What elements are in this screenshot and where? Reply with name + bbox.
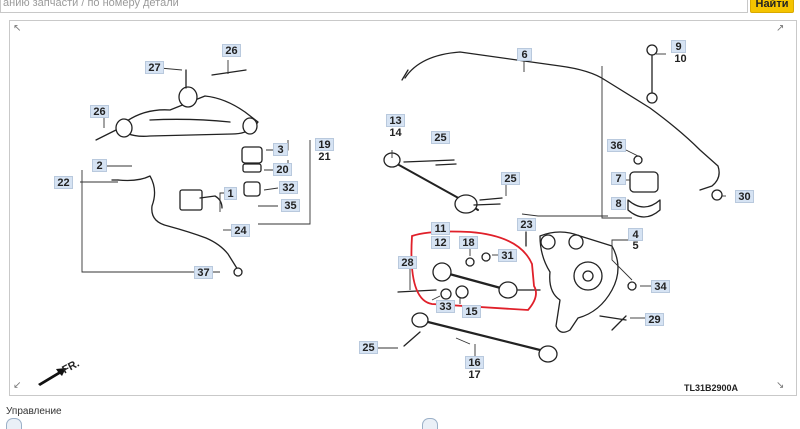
callout-22[interactable]: 22 [54,176,73,189]
callout-27[interactable]: 27 [145,61,164,74]
callout-25[interactable]: 25 [501,172,520,185]
callout-13[interactable]: 13 [386,114,405,127]
corner-arrow-icon: ↖ [13,23,22,34]
callout-5[interactable]: 5 [632,240,639,252]
callout-30[interactable]: 30 [735,190,754,203]
callout-23[interactable]: 23 [517,218,536,231]
callout-15[interactable]: 15 [462,305,481,318]
callout-21[interactable]: 21 [318,151,331,163]
callout-18[interactable]: 18 [459,236,478,249]
callout-4[interactable]: 4 [628,228,643,241]
callout-14[interactable]: 14 [389,127,402,139]
callout-28[interactable]: 28 [398,256,417,269]
callout-34[interactable]: 34 [651,280,670,293]
callout-7[interactable]: 7 [611,172,626,185]
callout-33[interactable]: 33 [436,300,455,313]
callout-25[interactable]: 25 [431,131,450,144]
callout-24[interactable]: 24 [231,224,250,237]
callout-25[interactable]: 25 [359,341,378,354]
callout-37[interactable]: 37 [194,266,213,279]
callout-20[interactable]: 20 [273,163,292,176]
callout-17[interactable]: 17 [468,369,481,381]
callout-26[interactable]: 26 [90,105,109,118]
diagram-code: TL31B2900A [684,383,739,393]
search-input[interactable]: анию запчасти / по номеру детали [0,0,748,13]
search-bar: анию запчасти / по номеру детали Найти [0,0,800,14]
callout-19[interactable]: 19 [315,138,334,151]
category-icon[interactable] [6,418,22,429]
callout-26[interactable]: 26 [222,44,241,57]
callout-12[interactable]: 12 [431,236,450,249]
parts-diagram [9,20,797,396]
callout-8[interactable]: 8 [611,197,626,210]
callout-1[interactable]: 1 [224,187,237,200]
callout-29[interactable]: 29 [645,313,664,326]
section-title: Управление [6,406,62,417]
callout-31[interactable]: 31 [498,249,517,262]
callout-16[interactable]: 16 [465,356,484,369]
callout-36[interactable]: 36 [607,139,626,152]
category-icon[interactable] [422,418,438,429]
callout-32[interactable]: 32 [279,181,298,194]
callout-35[interactable]: 35 [281,199,300,212]
callout-6[interactable]: 6 [517,48,532,61]
callout-3[interactable]: 3 [273,143,288,156]
callout-9[interactable]: 9 [671,40,686,53]
corner-arrow-icon: ↗ [776,23,785,34]
callout-11[interactable]: 11 [431,222,450,235]
search-button[interactable]: Найти [750,0,794,13]
callout-10[interactable]: 10 [674,53,687,65]
corner-arrow-icon: ↙ [13,380,22,391]
highlight-outline [410,230,537,311]
callout-2[interactable]: 2 [92,159,107,172]
corner-arrow-icon: ↘ [776,380,785,391]
front-arrow-icon [38,368,66,386]
